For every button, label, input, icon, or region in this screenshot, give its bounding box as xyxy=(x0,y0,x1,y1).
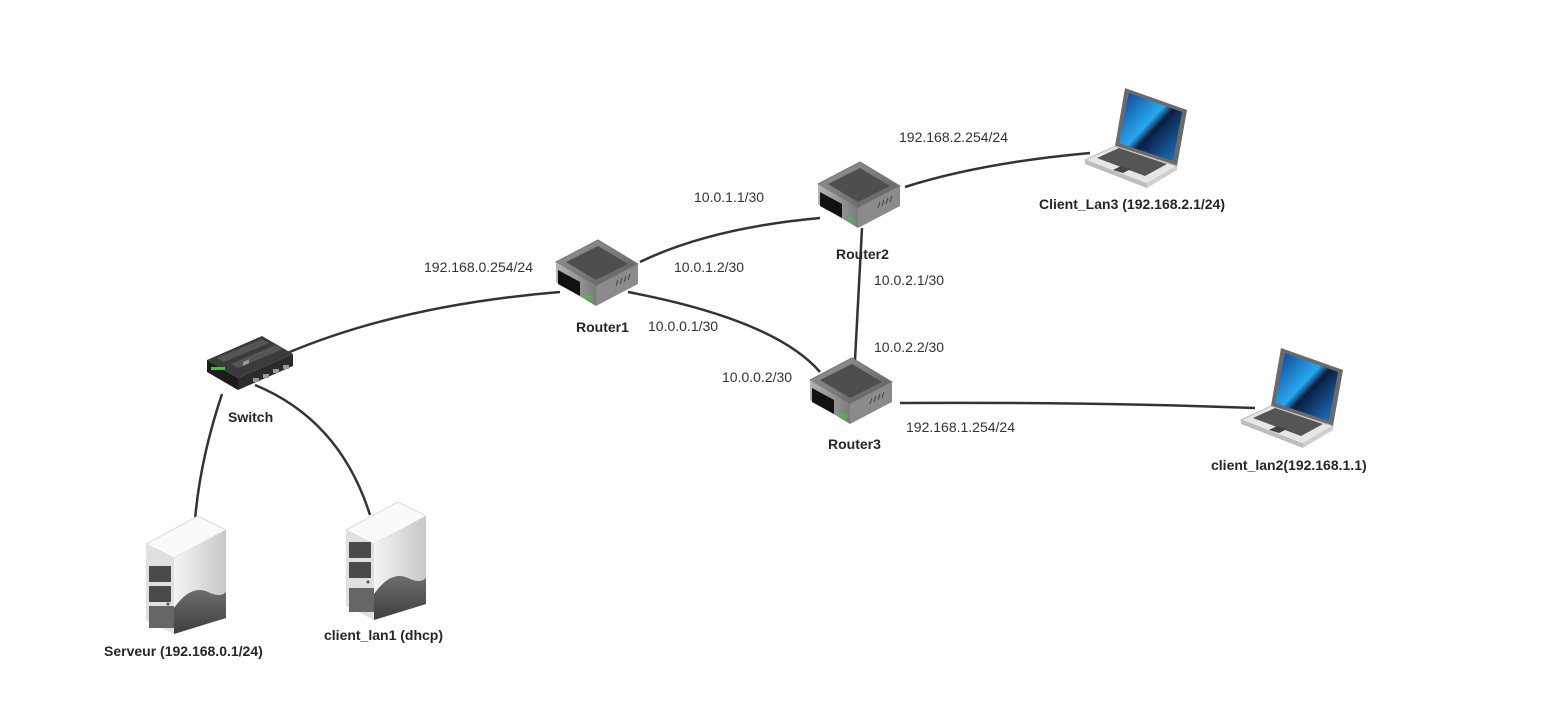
ip-label-r2-r1: 10.0.1.1/30 xyxy=(694,189,765,205)
router2-icon[interactable] xyxy=(816,161,902,228)
links xyxy=(193,151,1256,521)
laptop-client-lan2-icon[interactable] xyxy=(1239,348,1343,448)
ip-label-r3-lan: 192.168.1.254/24 xyxy=(906,419,1015,435)
router2-label: Router2 xyxy=(836,246,889,262)
link-router3-client-lan2 xyxy=(899,401,1256,410)
router1-label: Router1 xyxy=(576,319,629,335)
ip-label-r1-lan: 192.168.0.254/24 xyxy=(424,259,533,275)
client-lan1-label: client_lan1 (dhcp) xyxy=(324,627,444,643)
client-lan3-label: Client_Lan3 (192.168.2.1/24) xyxy=(1039,196,1225,212)
client-lan2-label: client_lan2(192.168.1.1) xyxy=(1211,457,1367,473)
server-serveur-icon[interactable] xyxy=(144,515,228,634)
link-switch-client-lan1 xyxy=(254,383,372,516)
link-switch-router1 xyxy=(284,290,561,356)
ip-label-r1-r2: 10.0.1.2/30 xyxy=(674,259,745,275)
switch-icon[interactable] xyxy=(207,336,293,390)
link-router1-router3 xyxy=(627,290,821,373)
server-client-lan1-icon[interactable] xyxy=(344,501,428,620)
ip-label-r2-r3: 10.0.2.1/30 xyxy=(874,272,945,288)
link-router2-client-lan3 xyxy=(904,151,1091,189)
link-router2-router3 xyxy=(853,227,864,361)
router3-label: Router3 xyxy=(828,436,881,452)
laptop-client-lan3-icon[interactable] xyxy=(1083,88,1187,188)
router3-icon[interactable] xyxy=(808,357,894,424)
router1-icon[interactable] xyxy=(554,239,640,306)
link-router1-router2 xyxy=(639,216,821,264)
ip-label-r3-r2: 10.0.2.2/30 xyxy=(874,339,945,355)
ip-label-r1-r3: 10.0.0.1/30 xyxy=(648,318,719,334)
serveur-label: Serveur (192.168.0.1/24) xyxy=(104,643,263,659)
link-switch-serveur xyxy=(193,393,224,521)
ip-label-r3-r1: 10.0.0.2/30 xyxy=(722,369,793,385)
ip-label-r2-lan: 192.168.2.254/24 xyxy=(899,129,1008,145)
switch-label: Switch xyxy=(228,409,274,425)
